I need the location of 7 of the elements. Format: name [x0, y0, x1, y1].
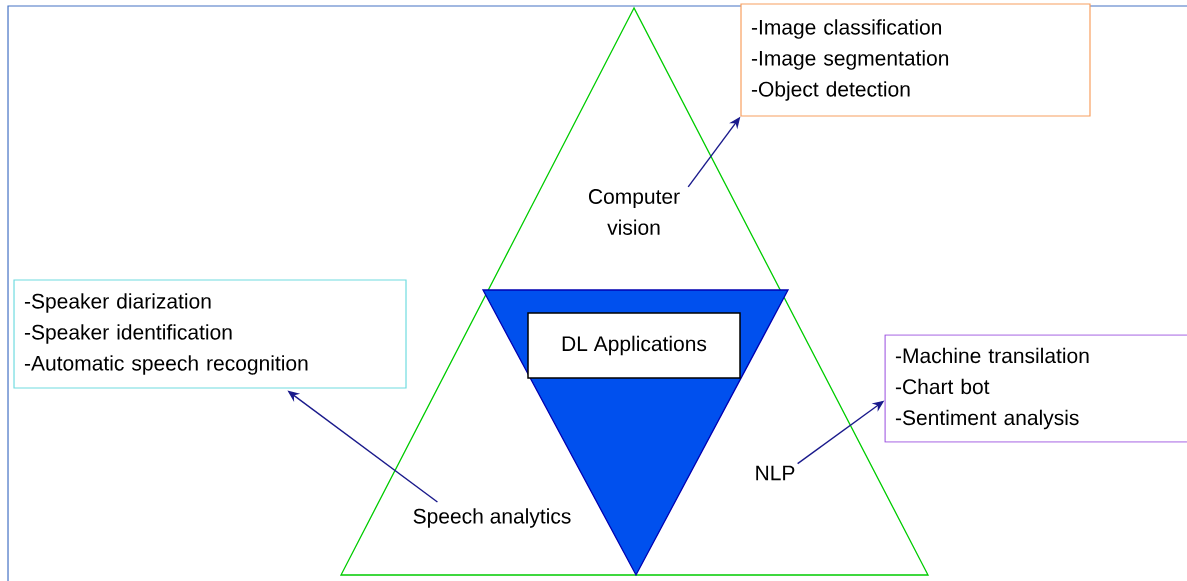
area-label: NLP	[756, 465, 795, 481]
list-box: -Speaker diarization -Speaker identification -Automatic speech recognition	[13, 279, 407, 389]
area-label: Speech analytics	[413, 508, 571, 528]
list-box: -Machine transilation -Chart bot -Sentiment analysis	[884, 334, 1187, 443]
area-label: Computer vision	[588, 189, 680, 235]
title-box: DL Applications	[527, 312, 741, 379]
list-box: -Image classification -Image segmentation -Object detection	[740, 3, 1091, 117]
